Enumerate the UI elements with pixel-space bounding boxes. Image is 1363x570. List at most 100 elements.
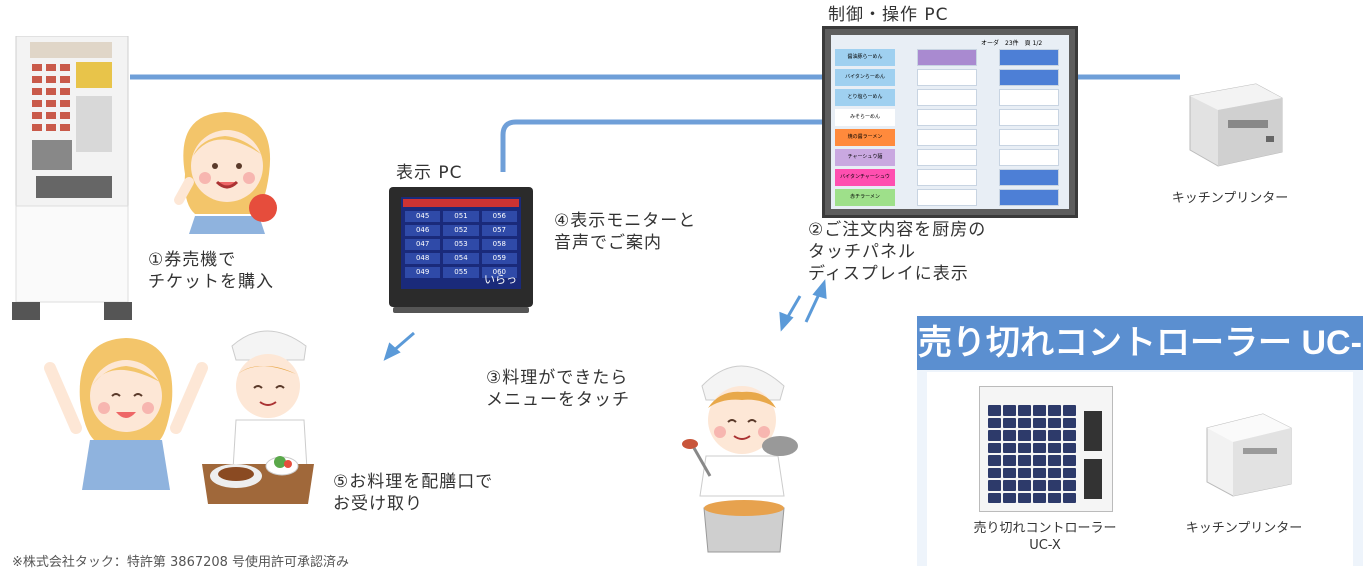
chef-cooking-illustration [680, 346, 800, 556]
step-3-cook-label: ③料理ができたら メニューをタッチ [486, 368, 630, 410]
monitor-number: 059 [481, 253, 517, 264]
monitor-number: 052 [443, 225, 479, 236]
uc-x-key [1033, 405, 1046, 416]
uc-x-key [1033, 442, 1046, 453]
monitor-number: 058 [481, 239, 517, 250]
uc-x-key [1033, 480, 1046, 491]
arrow-up [804, 279, 827, 323]
uc-x-key [988, 480, 1001, 491]
uc-x-panel-title: 売り切れコントローラー UC-X [917, 316, 1363, 416]
uc-x-key [1018, 430, 1031, 441]
customer-receiving-illustration [40, 320, 210, 490]
uc-x-key [1018, 417, 1031, 428]
uc-x-key [1003, 480, 1016, 491]
kitchen-printer [1178, 66, 1288, 176]
uc-x-key [1003, 492, 1016, 503]
uc-x-key [1033, 492, 1046, 503]
uc-x-key [1048, 480, 1061, 491]
uc-x-key [988, 492, 1001, 503]
uc-x-key [988, 442, 1001, 453]
step-5-receive-label: ⑤お料理を配膳口で お受け取り [333, 472, 494, 514]
menu-slot [917, 149, 977, 166]
monitor-number: 060 [481, 267, 517, 278]
uc-x-key [1003, 455, 1016, 466]
uc-x-printer-label: キッチンプリンター [1185, 521, 1303, 536]
menu-slot [917, 129, 977, 146]
uc-x-key [1063, 492, 1076, 503]
menu-slot [999, 129, 1059, 146]
uc-x-button-grid [988, 405, 1076, 503]
monitor-number: 056 [481, 211, 517, 222]
control-screen-header: オーダ 23件 頁 1/2 [981, 40, 1043, 47]
arrow-down [779, 295, 802, 332]
control-menu-list: 醤油豚らーめんバイタンらーめんとり塩らーめんみそらーめん焼の醤ラーメンチャーシュ… [835, 49, 895, 209]
uc-x-key [1033, 455, 1046, 466]
monitor-number: 045 [405, 211, 441, 222]
uc-x-key [1018, 492, 1031, 503]
monitor-number: 054 [443, 253, 479, 264]
control-menu-column-3 [999, 49, 1059, 209]
uc-x-key [1048, 430, 1061, 441]
uc-x-key [1018, 455, 1031, 466]
uc-x-key [988, 417, 1001, 428]
monitor-number: 053 [443, 239, 479, 250]
uc-x-key [1063, 480, 1076, 491]
uc-x-key [1003, 467, 1016, 478]
ticket-vending-machine [12, 35, 132, 322]
uc-x-key [1003, 417, 1016, 428]
uc-x-key [1018, 405, 1031, 416]
uc-x-key [1063, 405, 1076, 416]
menu-slot [999, 189, 1059, 206]
menu-slot [999, 49, 1059, 66]
monitor-footer-text: いらっ [484, 273, 517, 286]
menu-button: 焼の醤ラーメン [835, 129, 895, 146]
control-pc-title: 制御・操作 PC [828, 5, 949, 25]
arrow-to-customer [383, 331, 415, 361]
menu-button: とり塩らーめん [835, 89, 895, 106]
uc-x-key [1003, 442, 1016, 453]
menu-slot [999, 109, 1059, 126]
menu-button: バイタンらーめん [835, 69, 895, 86]
uc-x-key [1003, 405, 1016, 416]
menu-slot [917, 69, 977, 86]
uc-x-key [1033, 430, 1046, 441]
monitor-number: 055 [443, 267, 479, 278]
footnote: ※株式会社タック：特許第 3867208 号使用許可承認済み [12, 555, 350, 570]
uc-x-key [1048, 467, 1061, 478]
server-illustration [196, 316, 326, 512]
step-1-ticket-label: ①券売機で チケットを購入 [148, 250, 274, 292]
network-line-display [500, 119, 830, 172]
menu-slot [999, 69, 1059, 86]
uc-x-key [1063, 455, 1076, 466]
menu-button: チャーシュウ麺 [835, 149, 895, 166]
uc-x-key [1048, 405, 1061, 416]
uc-x-key [1063, 467, 1076, 478]
menu-slot [917, 89, 977, 106]
uc-x-key [988, 430, 1001, 441]
menu-slot [999, 89, 1059, 106]
kitchen-printer-label: キッチンプリンター [1171, 191, 1289, 206]
menu-button: バイタンチャーシュウ [835, 169, 895, 186]
uc-x-key [1063, 430, 1076, 441]
menu-button: みそらーめん [835, 109, 895, 126]
uc-x-key [1048, 417, 1061, 428]
monitor-number: 057 [481, 225, 517, 236]
menu-button: 醤油豚らーめん [835, 49, 895, 66]
display-pc-title: 表示 PC [396, 163, 463, 183]
uc-x-key [1063, 417, 1076, 428]
vending-machine-illustration [12, 35, 132, 320]
monitor-number: 047 [405, 239, 441, 250]
uc-x-key [1033, 467, 1046, 478]
uc-x-key [988, 467, 1001, 478]
uc-x-controller-device [979, 386, 1113, 512]
menu-slot [999, 149, 1059, 166]
menu-button: 赤チラーメン [835, 189, 895, 206]
uc-x-key [1048, 442, 1061, 453]
step-2-order-label: ②ご注文内容を厨房の タッチパネル ディスプレイに表示 [808, 220, 987, 284]
monitor-number: 049 [405, 267, 441, 278]
uc-x-controller-label: 売り切れコントローラー UC-X [973, 521, 1117, 553]
uc-x-printer-device [1193, 400, 1297, 500]
uc-x-panel-body: 売り切れコントローラー UC-X キッチンプリンター [927, 372, 1353, 566]
monitor-number: 051 [443, 211, 479, 222]
